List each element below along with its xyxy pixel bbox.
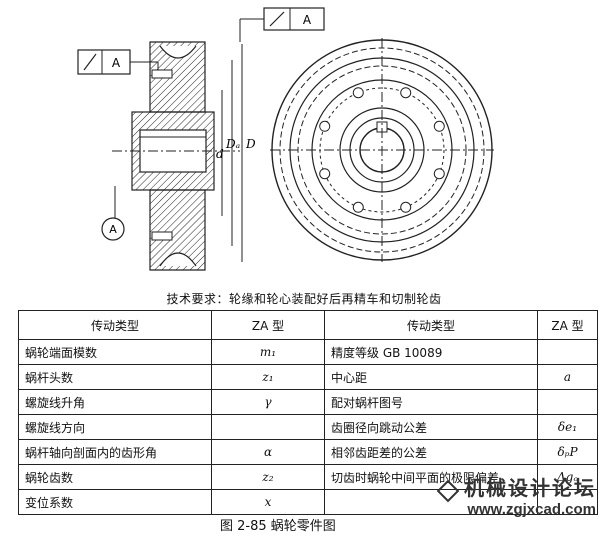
diamond-logo-icon	[436, 479, 460, 502]
table-cell	[211, 414, 325, 440]
table-header: ZA 型	[211, 310, 325, 340]
table-cell: 蜗轮端面模数	[18, 339, 212, 365]
runout-arrow-icon	[83, 53, 97, 71]
worm-wheel-drawing: A A A d Dₐ	[77, 7, 494, 271]
table-cell: 中心距	[324, 364, 538, 390]
diameter-dimensions: d Dₐ D	[216, 44, 256, 262]
gdt-datum-ref-left: A	[112, 56, 121, 70]
bolt-holes	[319, 87, 445, 213]
table-header: ZA 型	[537, 310, 598, 340]
table-cell: δₚP	[537, 439, 598, 465]
table-cell: 配对蜗杆图号	[324, 389, 538, 415]
table-cell: z₁	[211, 364, 325, 390]
table-cell: 精度等级 GB 10089	[324, 339, 538, 365]
watermark-title: 机械设计论坛	[464, 476, 596, 500]
table-cell: 相邻齿距差的公差	[324, 439, 538, 465]
table-header: 传动类型	[18, 310, 212, 340]
bolt-hole	[352, 201, 364, 213]
dim-d: d	[216, 147, 224, 161]
runout-arrow-icon	[269, 11, 285, 27]
bolt-hole	[433, 120, 445, 132]
section-view: A	[101, 41, 240, 271]
table-cell: δe₁	[537, 414, 598, 440]
table-cell: a	[537, 364, 598, 390]
table-cell: 蜗轮齿数	[18, 464, 212, 490]
gdt-frame-left: A	[77, 49, 159, 78]
front-view	[270, 38, 494, 262]
gdt-frame-top: A	[239, 7, 325, 42]
bolt-hole	[319, 168, 331, 180]
table-header-row: 传动类型 ZA 型 传动类型 ZA 型	[18, 310, 598, 340]
table-cell	[537, 339, 598, 365]
table-header: 传动类型	[324, 310, 538, 340]
datum-label: A	[109, 223, 117, 236]
table-cell: m₁	[211, 339, 325, 365]
table-cell: γ	[211, 389, 325, 415]
technical-requirement: 技术要求：轮缘和轮心装配好后再精车和切制轮齿	[166, 292, 442, 306]
dim-da: Dₐ	[225, 137, 240, 151]
table-cell: 蜗杆头数	[18, 364, 212, 390]
table-cell	[537, 389, 598, 415]
table-cell: 螺旋线升角	[18, 389, 212, 415]
gdt-datum-ref-top: A	[303, 13, 312, 27]
figure-caption: 图 2-85 蜗轮零件图	[220, 519, 336, 534]
bolt-hole	[433, 168, 445, 180]
dim-D: D	[245, 137, 256, 151]
table-cell: Δgₒ	[537, 464, 598, 490]
bolt-hole	[352, 87, 364, 99]
table-cell	[324, 489, 538, 515]
table-cell: z₂	[211, 464, 325, 490]
table-cell	[537, 489, 598, 515]
table-cell: 变位系数	[18, 489, 212, 515]
table-cell: α	[211, 439, 325, 465]
table-cell: x	[211, 489, 325, 515]
bolt-hole	[319, 120, 331, 132]
bolt-hole	[400, 87, 412, 99]
table-cell: 螺旋线方向	[18, 414, 212, 440]
watermark: 机械设计论坛 www.zgjxcad.com	[436, 472, 596, 518]
table-cell: 齿圈径向跳动公差	[324, 414, 538, 440]
watermark-url: www.zgjxcad.com	[467, 501, 596, 518]
table-cell: 切齿时蜗轮中间平面的极限偏差	[324, 464, 538, 490]
table-cell: 蜗杆轴向剖面内的齿形角	[18, 439, 212, 465]
bolt-hole	[400, 201, 412, 213]
